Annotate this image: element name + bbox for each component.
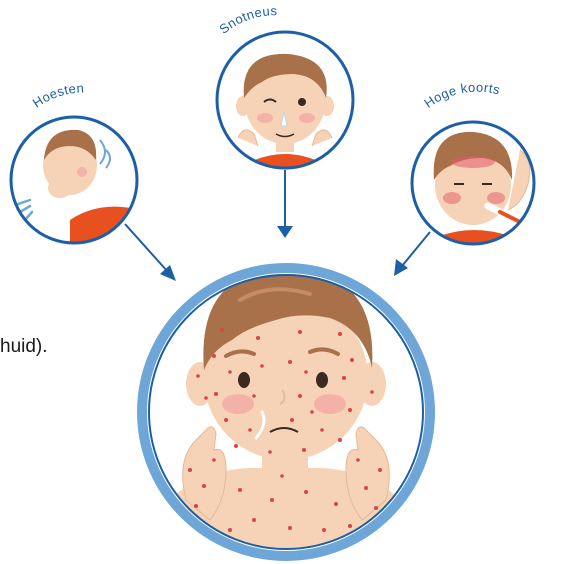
arrow-cough-to-measles	[125, 224, 176, 281]
measles-rash-illustration	[142, 268, 430, 560]
cough-illustration	[10, 117, 140, 250]
label-runny-nose: Snotneus	[216, 3, 277, 37]
side-text-fragment: huid).	[0, 336, 48, 358]
label-high-fever: Hoge koorts	[421, 80, 501, 111]
high-fever-illustration	[412, 122, 534, 250]
arrow-nose-to-measles	[277, 170, 293, 238]
runny-nose-illustration	[217, 32, 353, 180]
label-cough: Hoesten	[30, 80, 85, 110]
arrow-fever-to-measles	[394, 232, 430, 276]
